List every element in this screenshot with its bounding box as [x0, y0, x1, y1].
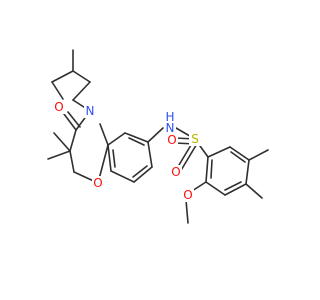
bond: [112, 149, 116, 168]
atom-label-background: [92, 176, 104, 190]
atom-label-layer: O N O N H S O O O: [53, 100, 201, 202]
atom-label-background: [182, 188, 194, 202]
bond: [207, 146, 231, 158]
bond: [224, 181, 242, 191]
amide-hydrogen-label: H: [165, 110, 174, 124]
bond: [107, 132, 126, 146]
bond: [132, 165, 148, 178]
atom-label-background: [53, 100, 65, 114]
bond: [99, 123, 109, 146]
bond: [53, 132, 71, 152]
ring-nitrogen-label: N: [86, 104, 95, 118]
bond: [63, 113, 77, 131]
bond: [191, 181, 207, 192]
bond: [224, 183, 247, 196]
bond: [128, 137, 145, 146]
bond: [210, 159, 213, 179]
sulfonyl-oxygen-bottom-label: O: [171, 165, 180, 179]
bond: [72, 81, 91, 101]
bond: [107, 144, 112, 172]
sulfonyl-oxygen-left-label: O: [167, 133, 176, 147]
bond: [47, 150, 71, 160]
bond: [147, 127, 164, 143]
atom-label-background: [164, 110, 176, 124]
molecule-structure-diagram: O N O N H S O O O: [47, 49, 269, 224]
bond: [179, 141, 199, 173]
atom-label-background: [166, 133, 178, 147]
amide-nitrogen-label: N: [166, 121, 175, 135]
atom-label-background: [189, 132, 201, 146]
bond: [229, 146, 250, 161]
carbonyl-oxygen-label: O: [54, 100, 63, 114]
bond: [51, 81, 64, 100]
ring-oxygen-label: O: [93, 176, 102, 190]
bond: [245, 183, 263, 199]
bond: [205, 156, 209, 183]
bond: [110, 170, 135, 183]
methoxy-oxygen-label: O: [183, 188, 192, 202]
bond: [248, 149, 269, 161]
bond: [245, 159, 250, 185]
bond: [133, 166, 153, 183]
bond: [147, 141, 153, 168]
atom-label-background: [164, 121, 176, 135]
bond: [69, 150, 75, 173]
bond: [69, 129, 77, 152]
bond: [72, 70, 91, 83]
bond: [67, 111, 81, 128]
bond: [230, 151, 246, 163]
sulfur-label: S: [191, 132, 199, 146]
bond: [185, 199, 189, 224]
bond: [205, 181, 226, 196]
bond: [51, 70, 74, 83]
atom-label-background: [170, 165, 182, 179]
bond-layer: [47, 49, 269, 224]
bond: [124, 132, 149, 143]
atom-label-background: [84, 104, 96, 118]
